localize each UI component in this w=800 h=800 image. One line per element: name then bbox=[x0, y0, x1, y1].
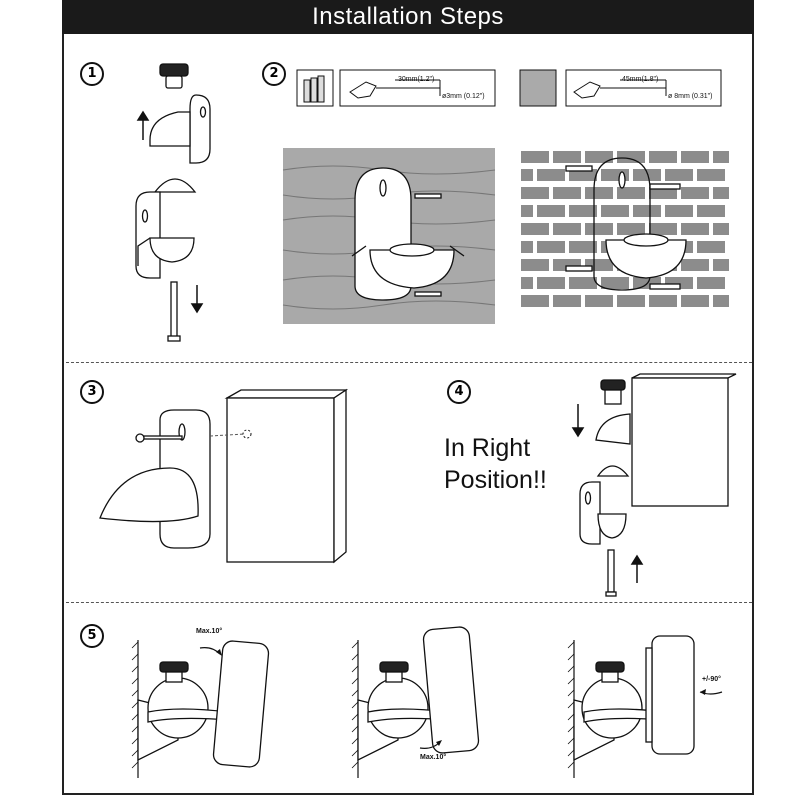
tilt-down-label: Max.10° bbox=[420, 754, 447, 761]
rotate-label: +/-90° bbox=[702, 676, 721, 683]
step-1-number: 1 bbox=[80, 62, 104, 86]
divider-line bbox=[66, 362, 752, 363]
step-5-number: 5 bbox=[80, 624, 104, 648]
step-2-number: 2 bbox=[262, 62, 286, 86]
step-4-note-line2: Position!! bbox=[444, 466, 547, 494]
step-4-note-line1: In Right bbox=[444, 434, 531, 462]
wood-drill-depth: 30mm(1.2") bbox=[398, 76, 435, 83]
brick-drill-diameter: ø 8mm (0.31") bbox=[668, 93, 713, 100]
wood-drill-diameter: ø3mm (0.12") bbox=[442, 93, 485, 100]
brick-drill-depth: 45mm(1.8") bbox=[622, 76, 659, 83]
page-title: Installation Steps bbox=[62, 0, 754, 34]
step-3-number: 3 bbox=[80, 380, 104, 404]
tilt-up-label: Max.10° bbox=[196, 628, 223, 635]
step-4-number: 4 bbox=[447, 380, 471, 404]
divider-line bbox=[66, 602, 752, 603]
